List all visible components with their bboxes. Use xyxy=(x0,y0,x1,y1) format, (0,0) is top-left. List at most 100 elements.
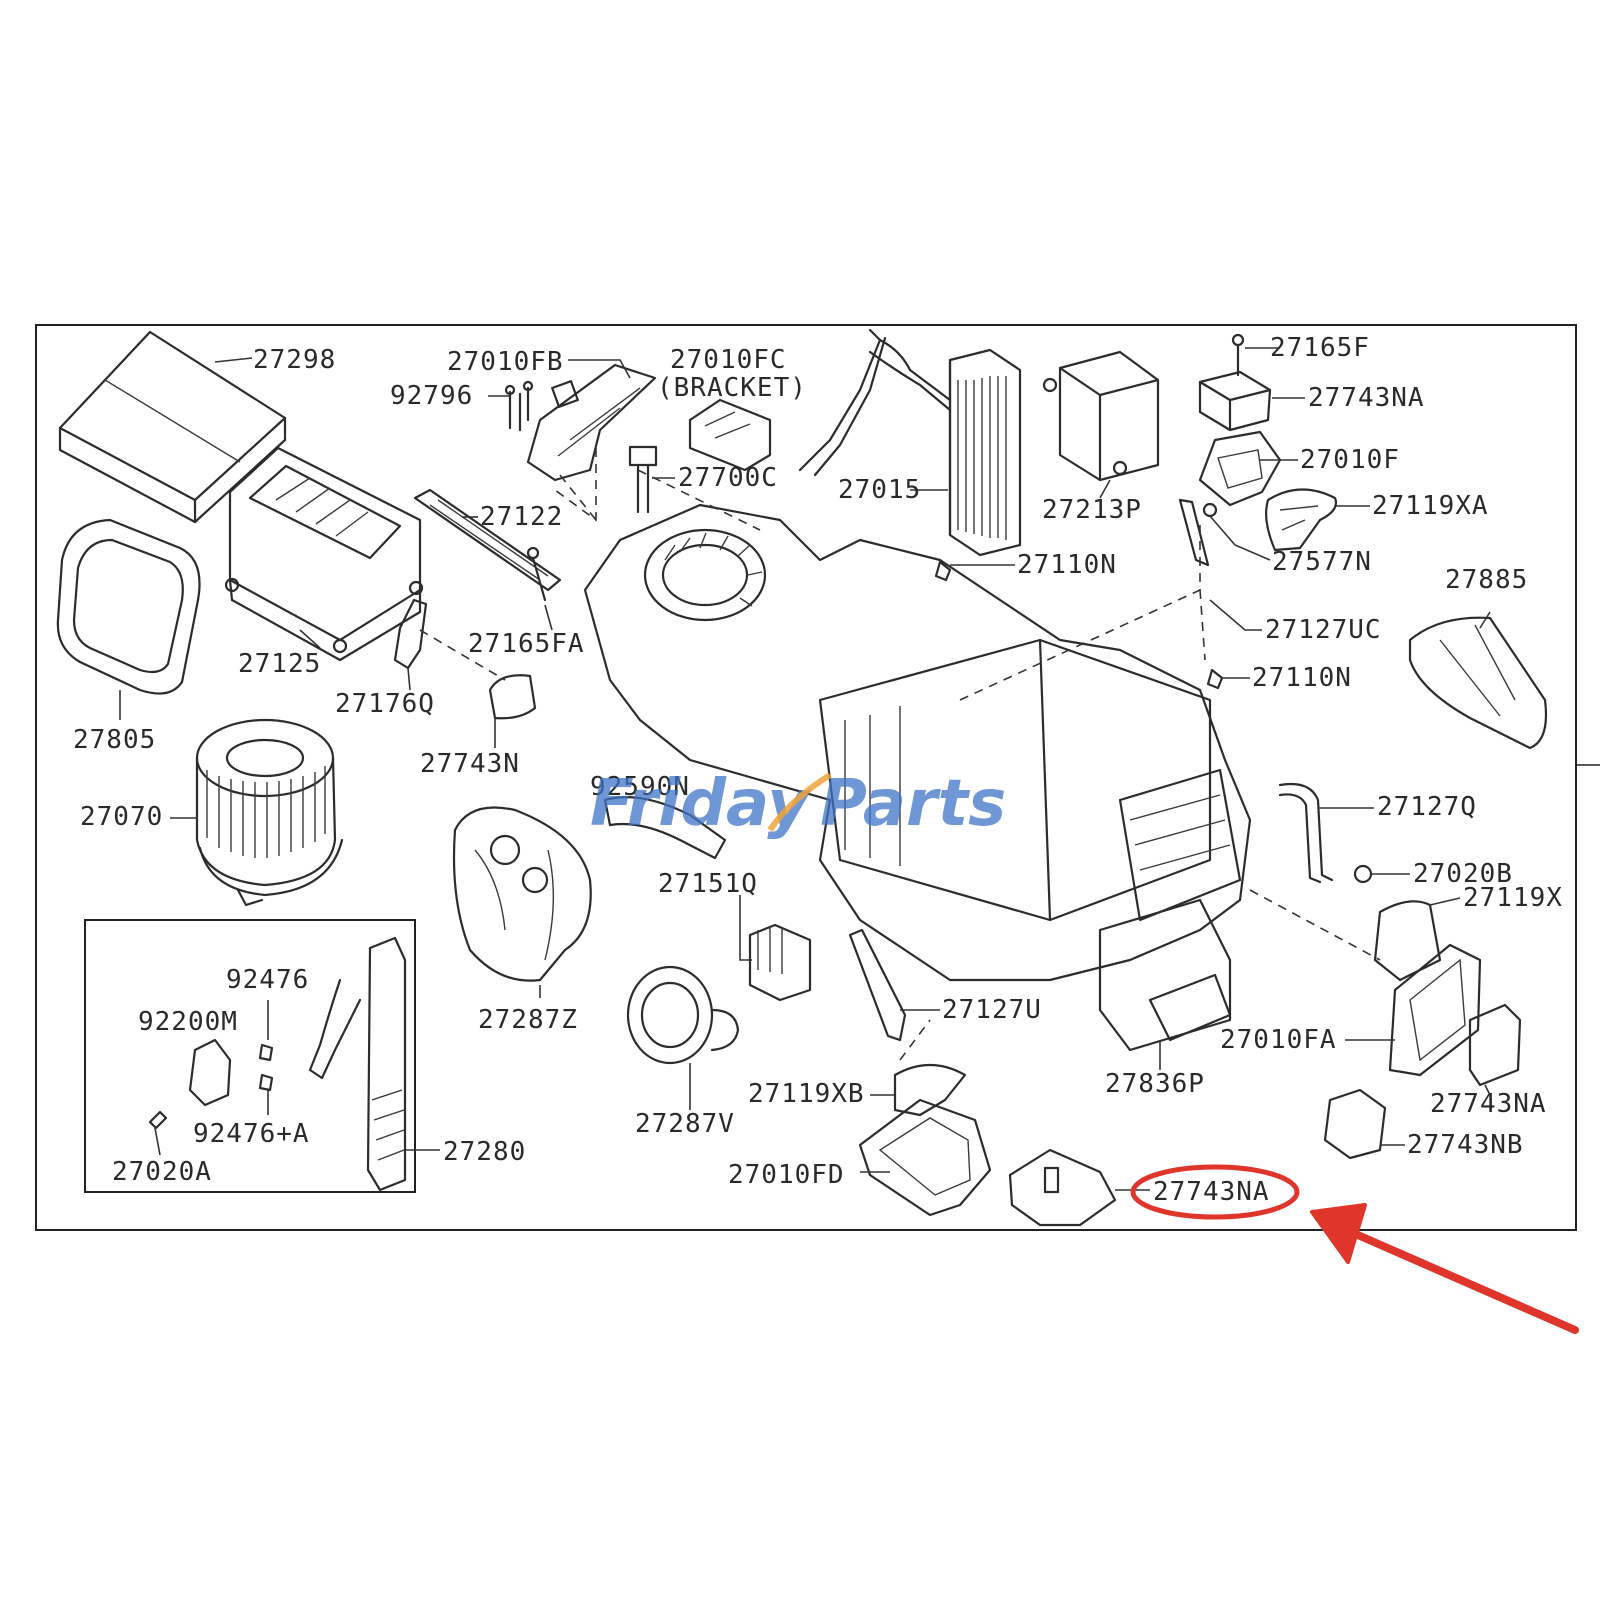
label-92796: 92796 xyxy=(390,381,473,411)
ring-27020B-part xyxy=(1353,864,1373,884)
label-27700C: 27700C xyxy=(678,463,778,493)
lever-27119XB-part xyxy=(893,1064,967,1117)
actuator-27743NA-right-part xyxy=(1468,1003,1522,1087)
inset-module-92200M-part xyxy=(188,1038,232,1107)
duct-27885-part xyxy=(1408,616,1548,750)
hvac-housing-part xyxy=(583,503,1252,1052)
label-27743NA-top: 27743NA xyxy=(1308,383,1425,413)
actuator-27743N-part xyxy=(488,674,537,720)
clip-27110N-b-part xyxy=(1206,668,1224,690)
plate-27010FD-part xyxy=(858,1098,992,1217)
actuator-27743NA-bottom-part xyxy=(1008,1148,1117,1227)
label-27287V: 27287V xyxy=(635,1109,735,1139)
highlight-annotation xyxy=(1130,1164,1579,1334)
label-27577N: 27577N xyxy=(1272,547,1372,577)
label-27119XA: 27119XA xyxy=(1372,491,1489,521)
label-bracket: (BRACKET) xyxy=(657,373,807,403)
label-27213P: 27213P xyxy=(1042,495,1142,525)
intake-housing-27125-part xyxy=(224,446,424,662)
highlight-ellipse xyxy=(1130,1164,1300,1220)
resistor-27151Q-part xyxy=(748,923,812,1002)
label-27298: 27298 xyxy=(253,345,336,375)
label-27015: 27015 xyxy=(838,475,921,505)
inset-clip-27020A-part xyxy=(148,1110,168,1130)
label-27122: 27122 xyxy=(480,502,563,532)
sensor-27700C-part xyxy=(628,445,658,514)
assembly-dashed-lines xyxy=(419,448,1381,1061)
inset-frame xyxy=(84,919,416,1193)
part-27176Q xyxy=(393,598,428,670)
label-27287Z: 27287Z xyxy=(478,1005,578,1035)
label-92590N: 92590N xyxy=(590,772,690,802)
plate-27010F-part xyxy=(1198,430,1282,507)
label-27010FD: 27010FD xyxy=(728,1160,845,1190)
label-92476A: 92476+A xyxy=(193,1119,310,1149)
label-27020A: 27020A xyxy=(112,1157,212,1187)
diagram-frame xyxy=(35,324,1577,1231)
label-27070: 27070 xyxy=(80,802,163,832)
hose-27127Q-part xyxy=(1278,782,1334,884)
part-27836P xyxy=(1148,973,1232,1042)
label-27119XB: 27119XB xyxy=(748,1079,865,1109)
label-27280: 27280 xyxy=(443,1137,526,1167)
duct-92590N-part xyxy=(603,796,727,860)
label-27125: 27125 xyxy=(238,649,321,679)
actuator-27743NB-part xyxy=(1323,1088,1387,1160)
label-27010FC: 27010FC xyxy=(670,345,787,375)
label-27020B: 27020B xyxy=(1413,859,1513,889)
rod-27127UC-part xyxy=(1178,498,1210,567)
watermark-brand-a: Friday xyxy=(590,767,811,841)
inset-clip-92476-part xyxy=(258,1043,274,1062)
label-27110N-a: 27110N xyxy=(1017,550,1117,580)
watermark: Friday Parts xyxy=(590,767,1006,841)
watermark-brand-b: Parts xyxy=(820,767,1006,841)
grille-27122-part xyxy=(413,488,562,592)
label-92200M: 92200M xyxy=(138,1007,238,1037)
label-27127UC: 27127UC xyxy=(1265,615,1382,645)
watermark-swoosh xyxy=(767,772,832,832)
label-27836P: 27836P xyxy=(1105,1069,1205,1099)
label-27119X: 27119X xyxy=(1463,883,1563,913)
label-27743NA-bottom: 27743NA xyxy=(1153,1177,1270,1207)
label-27743NB: 27743NB xyxy=(1407,1130,1524,1160)
bracket-27010FC-part xyxy=(688,398,772,472)
clip-27110N-a-part xyxy=(934,560,952,582)
label-27010FA: 27010FA xyxy=(1220,1025,1337,1055)
label-27743N: 27743N xyxy=(420,749,520,779)
motor-27287V-part xyxy=(626,965,740,1065)
label-92476: 92476 xyxy=(226,965,309,995)
label-27010FB: 27010FB xyxy=(447,347,564,377)
label-27885: 27885 xyxy=(1445,565,1528,595)
clip-27165FA-part xyxy=(526,546,547,602)
rod-27127U-part xyxy=(848,928,907,1042)
label-27151Q: 27151Q xyxy=(658,869,758,899)
unit-27213P-part xyxy=(1042,350,1160,482)
label-27165F: 27165F xyxy=(1270,333,1370,363)
blower-motor-27070-part xyxy=(195,718,344,907)
highlight-arrow-shaft xyxy=(1331,1221,1579,1334)
highlight-arrow-head xyxy=(1310,1203,1367,1264)
inset-clip-92476A-part xyxy=(258,1073,274,1092)
label-27805: 27805 xyxy=(73,725,156,755)
label-27176Q: 27176Q xyxy=(335,689,435,719)
label-27165FA: 27165FA xyxy=(468,629,585,659)
bracket-27010FB-part xyxy=(504,363,657,482)
fan-housing-27287Z-part xyxy=(452,806,592,982)
part-labels: 27298 27010FB 27010FC (BRACKET) 92796 27… xyxy=(73,333,1563,1207)
label-27127Q: 27127Q xyxy=(1377,792,1477,822)
screw-27165F-part xyxy=(1231,333,1245,377)
actuator-27743NA-top-part xyxy=(1198,370,1272,432)
plate-27010FA-part xyxy=(1388,943,1482,1077)
lever-27119X-part xyxy=(1373,900,1442,982)
filter-27298-part xyxy=(58,330,287,524)
heater-core-27015-part xyxy=(798,328,1022,557)
label-27110N-b: 27110N xyxy=(1252,663,1352,693)
inset-unit-27280-part xyxy=(308,936,407,1192)
lever-27119XA-part xyxy=(1265,488,1338,552)
label-27010F: 27010F xyxy=(1300,445,1400,475)
seal-27805-part xyxy=(56,518,201,695)
leader-lines xyxy=(119,347,1491,1191)
ring-27577N-part xyxy=(1202,502,1218,518)
label-27127U: 27127U xyxy=(942,995,1042,1025)
